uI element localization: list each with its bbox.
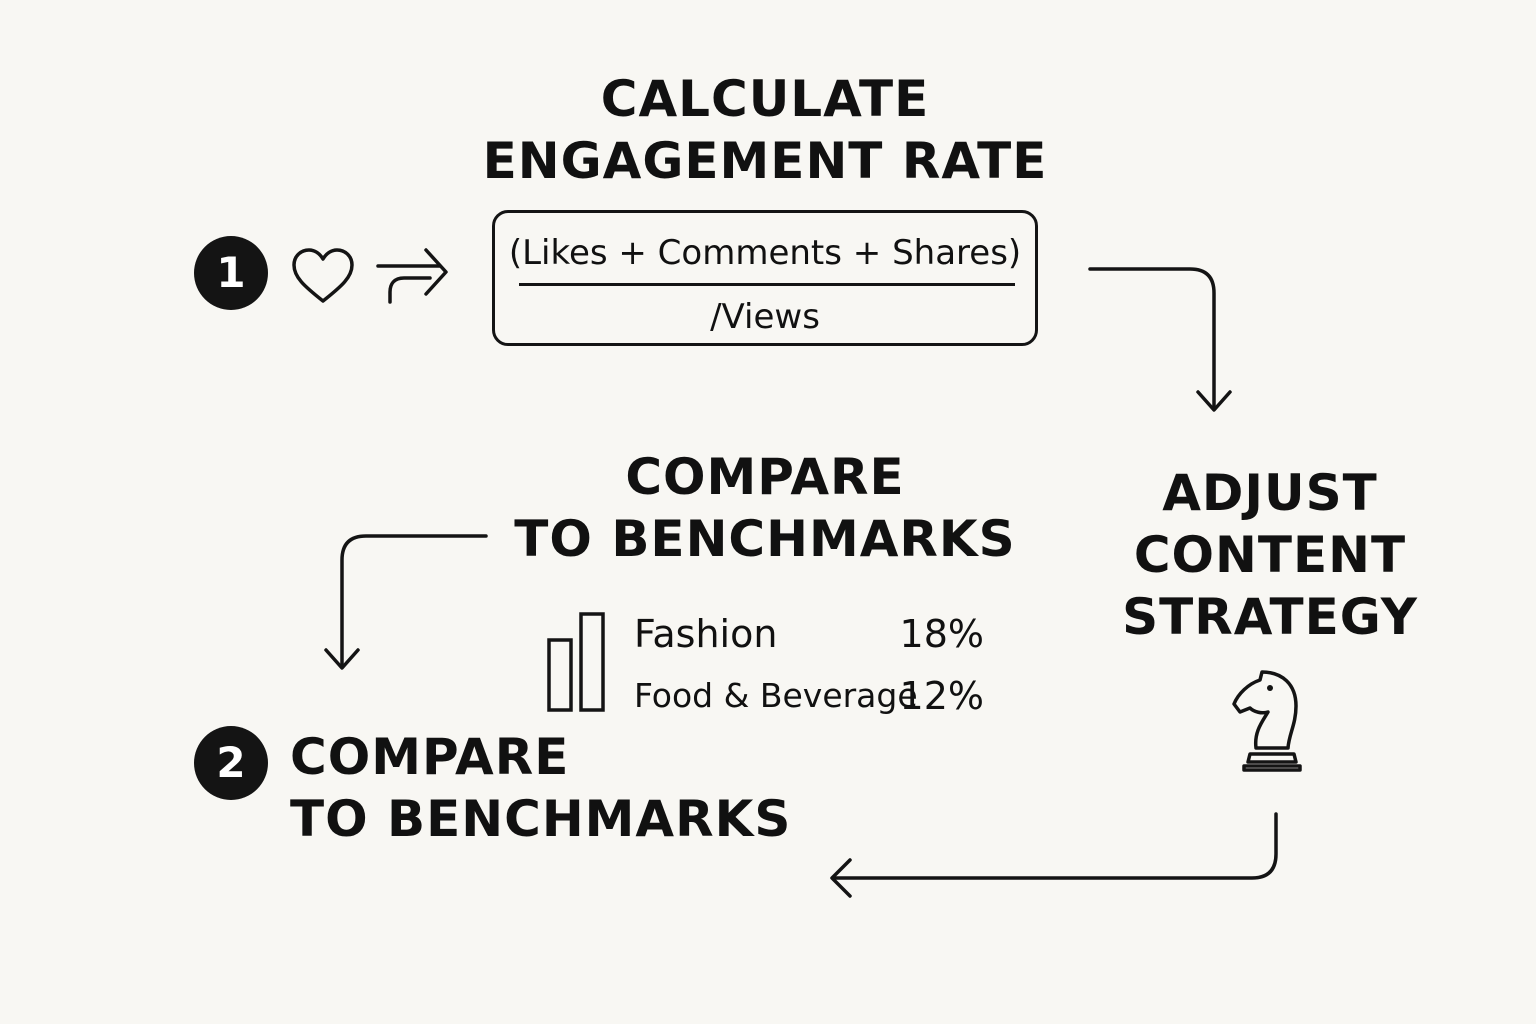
benchmark-row: Fashion 18%: [634, 604, 994, 666]
arrow-to-step-2: [324, 534, 488, 670]
benchmark-industry: Food & Beverage: [634, 676, 918, 715]
title-line: TO BENCHMARKS: [290, 790, 792, 848]
title-line: ENGAGEMENT RATE: [482, 132, 1048, 190]
step-1-badge: 1: [194, 236, 268, 310]
adjust-content-strategy-title: ADJUST CONTENT STRATEGY: [1110, 462, 1430, 648]
chess-knight-icon: [1232, 670, 1302, 772]
step-2-badge: 2: [194, 726, 268, 800]
arrow-to-adjust-strategy: [1088, 267, 1232, 412]
heart-icon: [292, 248, 354, 303]
benchmark-rate: 18%: [899, 612, 984, 656]
benchmark-industry: Fashion: [634, 612, 778, 656]
fraction-bar: [519, 283, 1015, 286]
formula-numerator: (Likes + Comments + Shares): [508, 233, 1022, 273]
title-line: COMPARE: [290, 728, 570, 786]
arrow-loop-back: [830, 812, 1278, 898]
share-arrow-icon: [376, 248, 448, 304]
formula-denominator: /Views: [710, 297, 820, 337]
engagement-rate-formula-box: (Likes + Comments + Shares) /Views: [492, 210, 1038, 346]
title-line: CONTENT: [1133, 526, 1407, 584]
title-line: ADJUST: [1162, 464, 1378, 522]
title-line: TO BENCHMARKS: [514, 510, 1016, 568]
benchmark-table: Fashion 18% Food & Beverage 12%: [634, 604, 994, 728]
title-line: CALCULATE: [600, 70, 930, 128]
bar-chart-icon: [547, 612, 605, 712]
benchmark-rate: 12%: [899, 674, 984, 718]
step-2-compare-title: COMPARE TO BENCHMARKS: [290, 726, 791, 850]
benchmark-row: Food & Beverage 12%: [634, 666, 994, 728]
calculate-engagement-rate-title: CALCULATE ENGAGEMENT RATE: [460, 68, 1070, 192]
title-line: STRATEGY: [1122, 588, 1418, 646]
compare-to-benchmarks-title: COMPARE TO BENCHMARKS: [480, 446, 1050, 570]
title-line: COMPARE: [625, 448, 905, 506]
